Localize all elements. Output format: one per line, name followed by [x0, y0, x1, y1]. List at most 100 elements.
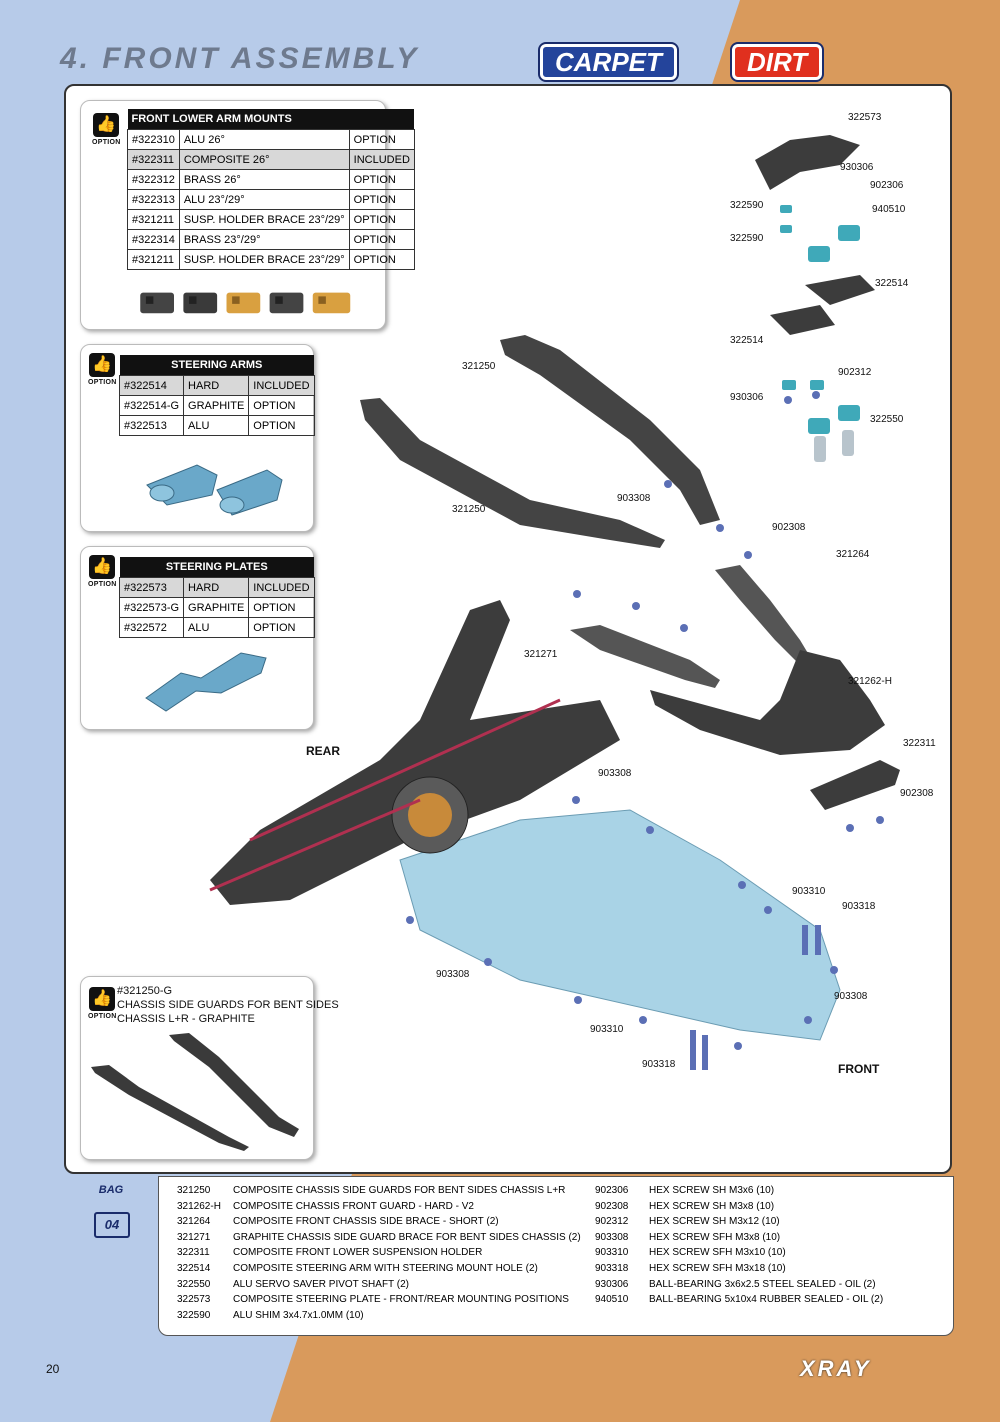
- part-number: 322514: [177, 1262, 211, 1274]
- part-description: COMPOSITE FRONT CHASSIS SIDE BRACE - SHO…: [233, 1216, 499, 1228]
- part-number: 321264: [177, 1216, 211, 1228]
- part-code: #321211: [127, 209, 180, 230]
- callout-label: 322514: [730, 335, 764, 346]
- part-description: HEX SCREW SFH M3x8 (10): [649, 1231, 781, 1243]
- arm-mount-part: [183, 292, 218, 314]
- part-number: 321250: [177, 1185, 211, 1196]
- part-status: OPTION: [348, 209, 415, 230]
- part-description: BALL-BEARING 3x6x2.5 STEEL SEALED - OIL …: [649, 1278, 876, 1290]
- rear-indicator: REAR: [306, 744, 341, 758]
- chassis-plate: [399, 809, 841, 1041]
- callout-label: 902312: [838, 367, 872, 378]
- part-description: COMPOSITE STEERING PLATE - FRONT/REAR MO…: [233, 1294, 569, 1306]
- callout-label: 903310: [590, 1024, 624, 1035]
- part-status: OPTION: [248, 415, 315, 436]
- bag-label: BAG: [98, 1184, 124, 1196]
- part-code: #322514-G: [118, 395, 185, 416]
- carpet-tag: CARPET: [540, 44, 677, 80]
- bag-number: 04: [94, 1212, 130, 1238]
- part-number: 902312: [595, 1216, 629, 1228]
- option-line1: CHASSIS SIDE GUARDS FOR BENT SIDES: [117, 999, 339, 1011]
- part-status: OPTION: [348, 249, 415, 270]
- part-status: INCLUDED: [248, 375, 315, 396]
- part-description: COMPOSITE CHASSIS FRONT GUARD - HARD - V…: [233, 1200, 474, 1212]
- part-number: 321271: [177, 1231, 211, 1243]
- callout-label: 903308: [617, 493, 651, 504]
- callout-label: 321250: [462, 361, 496, 372]
- servo-shafts: [814, 430, 854, 462]
- side-guard-lower: [360, 398, 665, 548]
- part-status: INCLUDED: [348, 149, 415, 170]
- front-indicator: FRONT: [838, 1062, 880, 1076]
- part-description: HEX SCREW SFH M3x18 (10): [649, 1262, 786, 1274]
- side-guards-image: [91, 1033, 299, 1151]
- parts-right-descriptions: HEX SCREW SH M3x6 (10)HEX SCREW SH M3x8 …: [649, 1183, 949, 1308]
- bearing-group: [780, 205, 860, 434]
- brand-logo: XRAY: [800, 1356, 872, 1381]
- part-number: 903308: [595, 1231, 629, 1243]
- steering-arm: [770, 305, 835, 335]
- gear-center: [408, 793, 452, 837]
- option-line2: CHASSIS L+R - GRAPHITE: [117, 1013, 255, 1025]
- option-code: #321250-G: [117, 985, 173, 997]
- steering-plate-image: [145, 652, 267, 712]
- callout-label: 930306: [840, 162, 874, 173]
- callout-label: 930306: [730, 392, 764, 403]
- side-guards-option-box: 👍 OPTION #321250-G CHASSIS SIDE GUARDS F…: [80, 976, 339, 1160]
- part-description: HEX SCREW SH M3x8 (10): [649, 1200, 775, 1212]
- part-code: #322513: [118, 415, 185, 436]
- table-title: STEERING ARMS: [119, 355, 315, 376]
- part-code: #322514: [118, 375, 185, 396]
- callout-label: 321271: [524, 649, 558, 660]
- part-material: SUSP. HOLDER BRACE 23°/29°: [178, 249, 350, 270]
- side-guard-brace: [570, 625, 720, 688]
- arm-mount-part: [140, 292, 174, 314]
- steering-arms-image: [146, 464, 283, 516]
- assembly-diagram: [209, 135, 900, 1070]
- part-code: #322314: [127, 229, 180, 250]
- table-title: STEERING PLATES: [119, 557, 315, 578]
- part-description: HEX SCREW SFH M3x10 (10): [649, 1247, 786, 1259]
- part-description: HEX SCREW SH M3x12 (10): [649, 1216, 780, 1228]
- rear-linkage: [209, 798, 421, 892]
- option-label: OPTION: [88, 1013, 117, 1020]
- arm-mount-parts-image: [140, 292, 351, 314]
- part-description: COMPOSITE FRONT LOWER SUSPENSION HOLDER: [233, 1247, 483, 1259]
- thumbs-up-icon: 👍: [93, 113, 119, 137]
- callout-label: 321250: [452, 504, 486, 515]
- part-description: COMPOSITE CHASSIS SIDE GUARDS FOR BENT S…: [233, 1185, 566, 1196]
- callout-label: 322590: [730, 233, 764, 244]
- part-number: 321262-H: [177, 1200, 221, 1212]
- table-title: FRONT LOWER ARM MOUNTS: [127, 109, 415, 130]
- screw-group: [406, 391, 884, 1070]
- thumbs-up-icon: 👍: [89, 987, 115, 1011]
- part-code: #322311: [127, 149, 180, 170]
- thumbs-up-icon: 👍: [89, 555, 115, 579]
- callout-label: 903310: [792, 886, 826, 897]
- part-status: OPTION: [348, 229, 415, 250]
- option-label: OPTION: [88, 581, 117, 588]
- part-number: 322590: [177, 1309, 211, 1321]
- part-description: COMPOSITE STEERING ARM WITH STEERING MOU…: [233, 1262, 538, 1274]
- part-material: ALU: [183, 617, 250, 638]
- part-number: 903310: [595, 1247, 629, 1259]
- part-number: 322573: [177, 1294, 211, 1306]
- part-material: COMPOSITE 26°: [178, 149, 350, 170]
- part-number: 930306: [595, 1278, 629, 1290]
- callout-label: 902306: [870, 180, 904, 191]
